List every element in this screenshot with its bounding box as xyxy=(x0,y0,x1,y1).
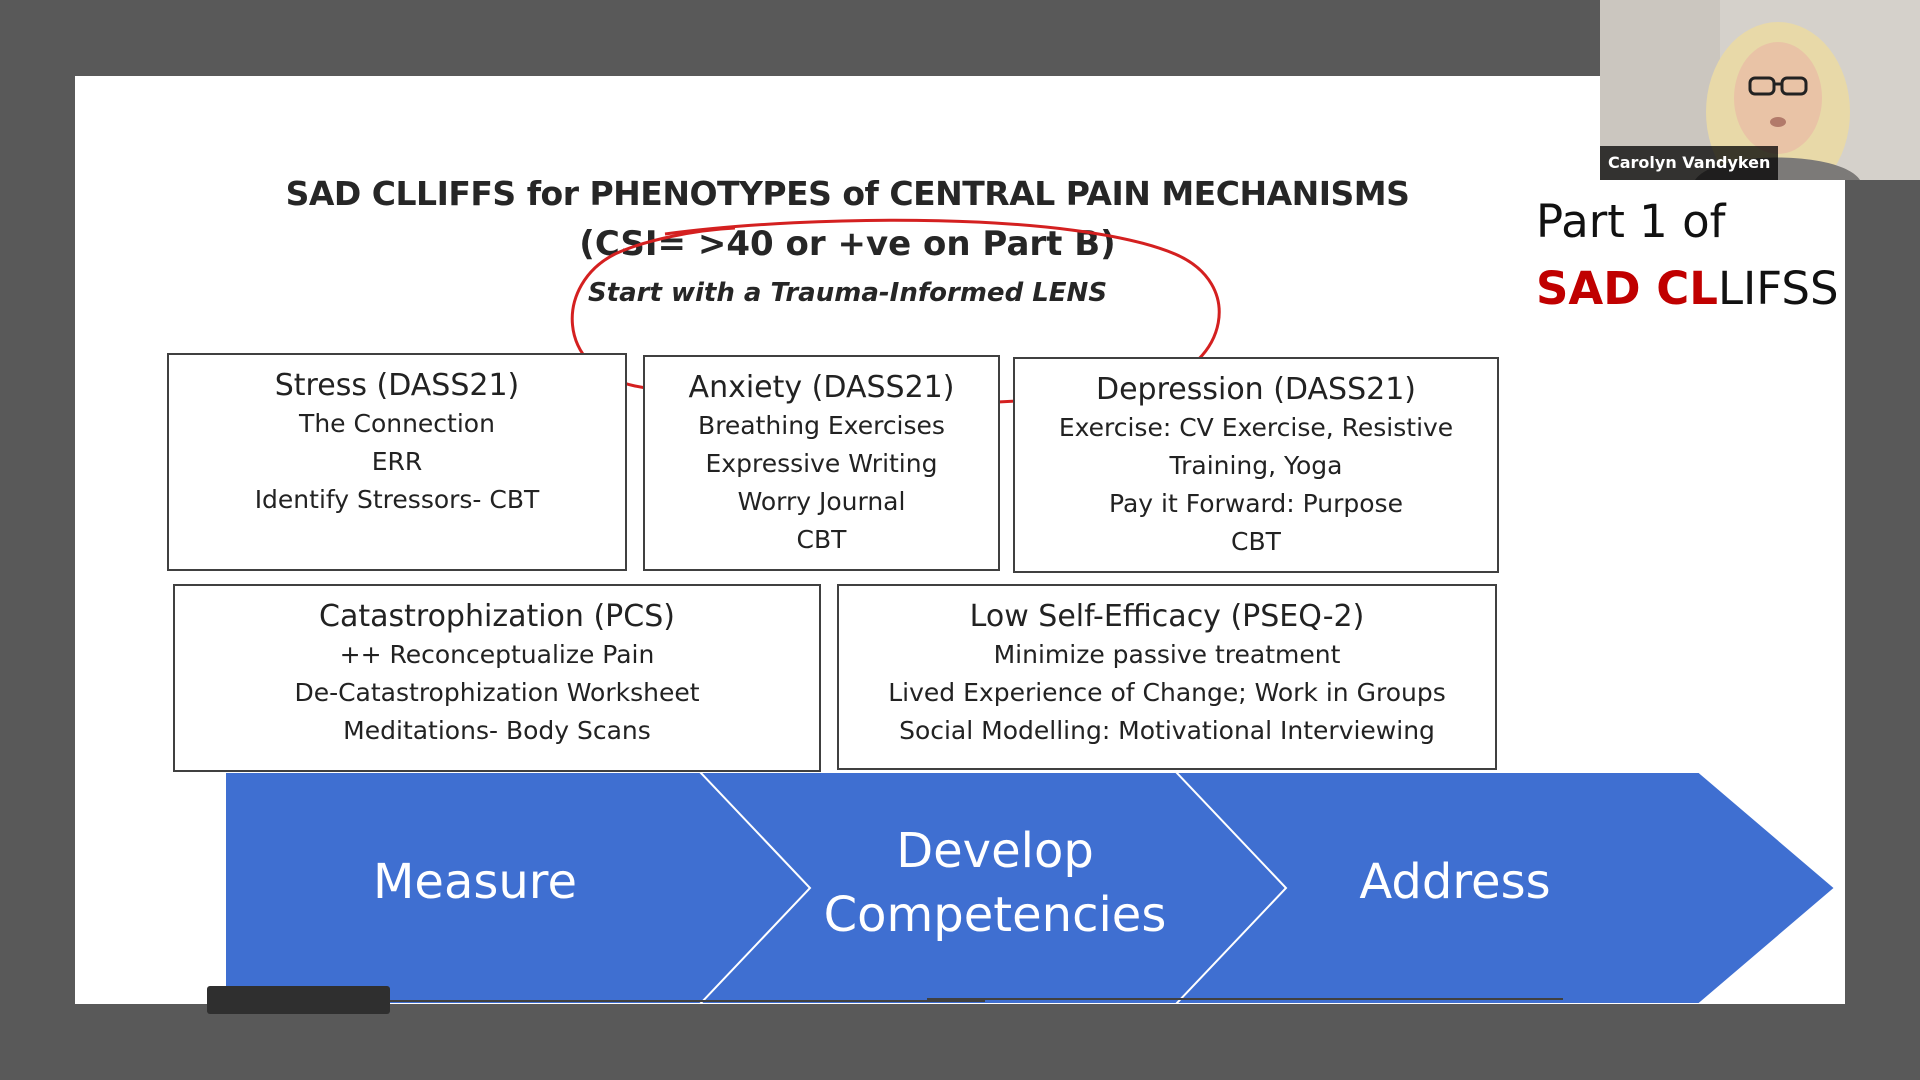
develop-label-line1: Develop xyxy=(896,823,1094,879)
self-efficacy-box-line: Lived Experience of Change; Work in Grou… xyxy=(888,678,1446,707)
develop-competencies-label: Develop Competencies xyxy=(795,819,1195,947)
part-label-line2: SAD CLLIFSS xyxy=(1536,255,1839,322)
anxiety-box-title: Anxiety (DASS21) xyxy=(688,370,955,405)
self-efficacy-box-line: Minimize passive treatment xyxy=(993,640,1341,669)
anxiety-box-line: Breathing Exercises xyxy=(698,411,945,440)
part-label-red: SAD CL xyxy=(1536,262,1718,315)
cropped-box-left xyxy=(385,1000,985,1004)
participant-video-tile[interactable]: Carolyn Vandyken xyxy=(1600,0,1920,180)
anxiety-box-line: CBT xyxy=(796,525,847,554)
presentation-slide: SAD CLLIFFS for PHENOTYPES of CENTRAL PA… xyxy=(75,76,1845,1004)
stress-box: Stress (DASS21) The Connection ERR Ident… xyxy=(167,353,627,571)
anxiety-box-line: Worry Journal xyxy=(737,487,906,516)
depression-box-line: Exercise: CV Exercise, Resistive xyxy=(1058,413,1454,442)
stress-box-title: Stress (DASS21) xyxy=(274,368,520,403)
screen-share-toolbar[interactable] xyxy=(207,986,390,1014)
cropped-box-right xyxy=(927,998,1563,1004)
slide-tagline: Start with a Trauma-Informed LENS xyxy=(587,278,1108,308)
stress-box-line: Identify Stressors- CBT xyxy=(254,485,540,514)
address-label: Address xyxy=(1275,850,1635,914)
depression-box-line: Pay it Forward: Purpose xyxy=(1109,489,1403,518)
anxiety-box: Anxiety (DASS21) Breathing Exercises Exp… xyxy=(643,355,1000,571)
depression-box-title: Depression (DASS21) xyxy=(1096,372,1416,407)
anxiety-box-line: Expressive Writing xyxy=(705,449,938,478)
depression-box-line: CBT xyxy=(1231,527,1281,556)
catastrophization-box-line: Meditations- Body Scans xyxy=(343,716,651,745)
catastrophization-box-title: Catastrophization (PCS) xyxy=(319,599,675,634)
stress-box-line: The Connection xyxy=(299,409,495,438)
measure-label: Measure xyxy=(315,850,635,914)
part-label-line1: Part 1 of xyxy=(1536,195,1726,248)
depression-box-line: Training, Yoga xyxy=(1169,451,1343,480)
self-efficacy-box-title: Low Self-Efficacy (PSEQ-2) xyxy=(969,599,1365,634)
slide-subtitle: (CSI= >40 or +ve on Part B) xyxy=(579,224,1116,264)
slide-title: SAD CLLIFFS for PHENOTYPES of CENTRAL PA… xyxy=(285,174,1410,213)
self-efficacy-box-line: Social Modelling: Motivational Interview… xyxy=(899,716,1435,745)
part-label-rest: LIFSS xyxy=(1717,262,1839,315)
measure-label-line1: Measure xyxy=(373,854,577,910)
self-efficacy-box: Low Self-Efficacy (PSEQ-2) Minimize pass… xyxy=(837,584,1497,770)
depression-box: Depression (DASS21) Exercise: CV Exercis… xyxy=(1013,357,1499,573)
process-chevrons xyxy=(225,772,1837,1004)
develop-label-line2: Competencies xyxy=(823,887,1167,943)
part-label: Part 1 of SAD CLLIFSS xyxy=(1536,188,1839,322)
catastrophization-box: Catastrophization (PCS) ++ Reconceptuali… xyxy=(173,584,821,772)
catastrophization-box-line: ++ Reconceptualize Pain xyxy=(339,640,655,669)
participant-name-label: Carolyn Vandyken xyxy=(1600,146,1779,180)
stress-box-line: ERR xyxy=(371,447,423,476)
catastrophization-box-line: De-Catastrophization Worksheet xyxy=(294,678,700,707)
address-label-line1: Address xyxy=(1359,854,1551,910)
